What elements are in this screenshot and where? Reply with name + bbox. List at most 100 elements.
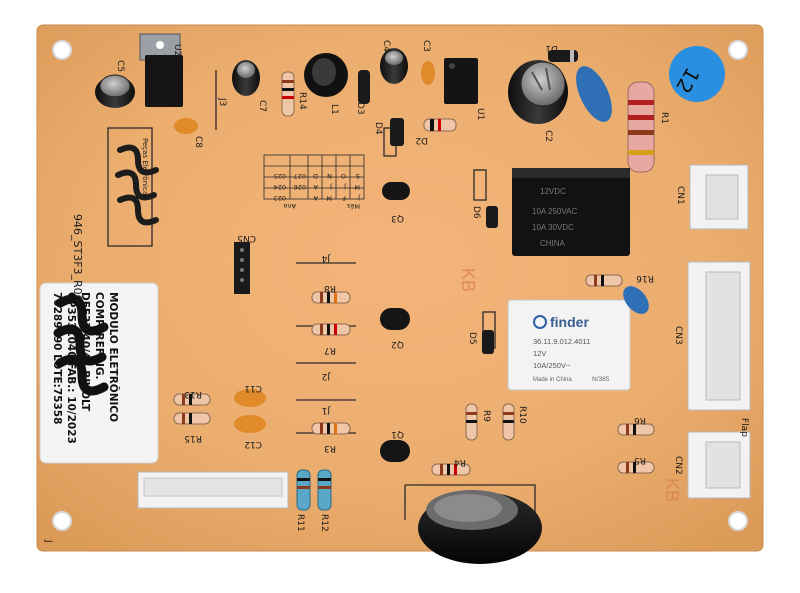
label-r7: R7 xyxy=(324,345,336,355)
relay-finder-origin: Made in China xyxy=(533,377,572,383)
relay-finder-batch: N/385 xyxy=(592,376,610,383)
resistor-r5 xyxy=(617,461,655,474)
pcb-code: 946_ST3F3_R00 xyxy=(71,214,84,302)
date-table-m9: S xyxy=(356,172,360,180)
ic-u1 xyxy=(444,58,478,104)
capacitor-blue-top xyxy=(576,66,612,122)
label-r14: R14 xyxy=(297,92,307,110)
connector-cn3 xyxy=(687,261,751,411)
transistor-q1 xyxy=(380,440,410,462)
capacitor-blue-mid xyxy=(623,286,649,314)
label-j4: J4 xyxy=(321,253,331,263)
corner-mark: J xyxy=(43,539,53,543)
label-sticker xyxy=(39,282,159,464)
relay-black-line3: 10A 30VDC xyxy=(532,223,574,232)
date-table-year-5: 027 xyxy=(294,172,306,180)
date-table-m11: N xyxy=(327,172,332,180)
label-cn2: CN2 xyxy=(673,456,683,475)
kb-mark-1: KB xyxy=(458,268,478,292)
label-c7: C7 xyxy=(257,100,267,112)
relay-black-line4: CHINA xyxy=(540,239,566,248)
date-table-m8: A xyxy=(313,183,318,191)
diode-d5 xyxy=(482,330,494,354)
diode-d3 xyxy=(358,70,370,104)
brand-subtitle-silk: Peças Eletrônicas xyxy=(141,138,149,199)
relay-black-line1: 12VDC xyxy=(540,187,566,196)
label-r11: R11 xyxy=(295,514,305,532)
capacitor-c11 xyxy=(234,389,266,407)
label-flap: Flap xyxy=(739,418,749,437)
sticker-text: MODULO ELETRÔNICO COMP. REFRIG. DFF37/40… xyxy=(51,292,120,444)
label-c2: C2 xyxy=(543,130,553,142)
resistor-r9 xyxy=(465,403,478,441)
label-d3: D3 xyxy=(355,102,365,115)
label-d5: D5 xyxy=(467,332,477,345)
date-table-m3: M xyxy=(326,194,332,202)
label-r4: R4 xyxy=(454,457,466,467)
label-r13: R13 xyxy=(184,389,202,399)
resistor-r16 xyxy=(585,274,623,287)
date-table-m1: J xyxy=(358,194,361,202)
buzzer xyxy=(418,490,542,564)
resistor-r14 xyxy=(281,71,295,117)
csp-silk-logo xyxy=(115,144,159,226)
date-table-m2: F xyxy=(342,194,346,202)
date-table-year-header: Ano xyxy=(283,202,296,210)
date-table-m7: J xyxy=(330,183,333,191)
relay-finder-text: finder 36.11.9.012.4011 12V 10A/250V~ Ma… xyxy=(533,314,610,383)
capacitor-c8 xyxy=(174,118,198,134)
label-j2: J2 xyxy=(322,371,331,381)
sticker-line2: COMP. REFRIG. xyxy=(93,292,105,380)
capacitor-c5 xyxy=(95,74,135,108)
label-q1: Q1 xyxy=(391,429,404,439)
capacitor-c2 xyxy=(508,60,568,124)
resistor-r6 xyxy=(617,423,655,436)
capacitor-c3 xyxy=(421,61,435,85)
label-j1: J1 xyxy=(322,405,331,415)
label-d1: D1 xyxy=(545,43,558,53)
date-table xyxy=(263,154,365,200)
label-q2: Q2 xyxy=(391,339,404,349)
transistor-q2 xyxy=(380,308,410,330)
diode-d2 xyxy=(423,118,457,132)
capacitor-c7 xyxy=(232,60,260,96)
label-d2: D2 xyxy=(415,135,428,145)
capacitor-c4 xyxy=(380,48,408,84)
label-l1: L1 xyxy=(329,104,339,115)
label-c11: C11 xyxy=(244,383,262,393)
label-r12: R12 xyxy=(319,514,329,532)
label-j3: J3 xyxy=(217,97,227,106)
label-c8: C8 xyxy=(193,136,203,148)
sticker-line5: 70289690 LOTE:75358 xyxy=(51,292,63,424)
sticker-line4: CP3531040 FAB.: 10/2023 xyxy=(65,292,77,444)
relay-finder-contact: 10A/250V~ xyxy=(533,361,571,370)
mounting-holes xyxy=(52,40,748,531)
connector-bottom xyxy=(137,471,289,509)
regulator-u2 xyxy=(139,33,183,107)
resistor-r15 xyxy=(173,412,211,425)
date-table-year-1: 023 xyxy=(274,194,286,202)
sticker-line3: DFF37/40/44 BIVOLT xyxy=(79,292,91,412)
label-cn3: CN3 xyxy=(673,326,683,345)
label-cn1: CN1 xyxy=(675,186,685,205)
label-r8: R8 xyxy=(324,283,336,293)
label-r5: R5 xyxy=(634,455,646,465)
relay-black-text: 12VDC 10A 250VAC 10A 30VDC CHINA xyxy=(532,187,577,248)
pcb-board xyxy=(36,24,764,552)
label-r3: R3 xyxy=(324,443,336,453)
diode-d4 xyxy=(390,118,404,146)
capacitor-c12 xyxy=(234,415,266,433)
relay-finder-model: 36.11.9.012.4011 xyxy=(533,337,590,346)
header-cn5 xyxy=(234,242,250,294)
label-u1: U1 xyxy=(475,108,485,120)
diode-d6 xyxy=(486,206,498,228)
label-c4: C4 xyxy=(381,40,391,52)
connector-cn2 xyxy=(687,431,751,499)
label-d6: D6 xyxy=(471,206,481,219)
label-c3: C3 xyxy=(421,40,431,52)
date-table-year-2: 024 xyxy=(274,183,286,191)
resistor-r8 xyxy=(311,291,351,304)
resistor-r11 xyxy=(296,469,311,511)
resistor-r13 xyxy=(173,393,211,406)
